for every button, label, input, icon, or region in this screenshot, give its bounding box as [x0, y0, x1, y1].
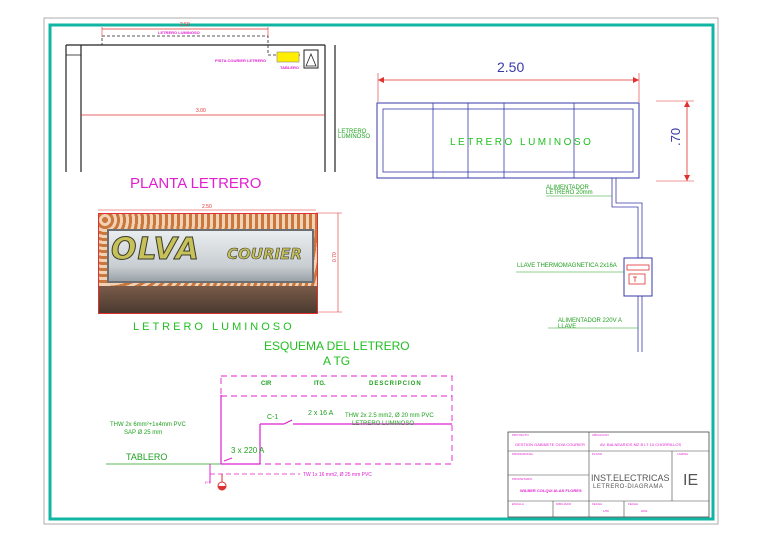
breaker-rating: 2 x 16 A — [308, 410, 334, 417]
feeder-2: SAP Ø 25 mm — [124, 430, 163, 436]
tb-project-value: GESTION GABINETE OLVA COURIER — [515, 442, 585, 447]
col-circuit: CIR — [261, 381, 272, 387]
elevation-breaker-note: LLAVE THERMOMAGNETICA 2x16A — [517, 263, 617, 269]
main-breaker: 3 x 220 A — [231, 446, 265, 455]
plan-cabinet-label: PISTA COURIER LETRERO — [215, 58, 267, 63]
plan-board-label: TABLERO — [280, 65, 300, 70]
elevation-dim-height: .70 — [668, 127, 683, 146]
tb-scale-value: 1/50 — [603, 509, 609, 513]
elevation-feed-note-2: ALIMENTADOR 220V A LLAVE — [558, 318, 622, 330]
sign-photo: OLVA COURIER — [98, 213, 318, 314]
schematic-title-1: ESQUEMA DEL LETRERO — [264, 339, 410, 353]
sign-inner — [382, 108, 634, 173]
tb-date-label: FECHA — [592, 502, 603, 506]
tb-date-value: 2021 — [641, 509, 648, 513]
tb-plan-title-1: INST.ELECTRICAS — [591, 473, 670, 483]
schematic-diagram — [106, 375, 453, 491]
sign-photo-brand: OLVA — [111, 232, 200, 268]
plan-panel-box — [303, 49, 319, 69]
photo-dim-height: 0.70 — [332, 252, 338, 262]
panel-label: TABLERO — [126, 452, 168, 462]
elevation-view — [376, 73, 694, 352]
sign-photo-brand-sub: COURIER — [227, 245, 302, 264]
elevation-left-note: LETRERO LUMINOSO — [338, 129, 371, 140]
ground-label: P.T. — [205, 480, 212, 485]
title-block — [507, 431, 710, 518]
plan-dim-inner: 3.00 — [196, 108, 206, 114]
tb-location-value: AV. BALNEARIOS MZ B LT 10 CHORRILLOS — [600, 442, 682, 447]
tb-project-label: PROYECTO — [512, 433, 529, 437]
col-description: DESCRIPCION — [369, 381, 422, 387]
tb-owner-value: WILBER COLQUI ALAS FLORES — [520, 488, 582, 493]
tb-plan-label: PLANO — [592, 452, 603, 456]
tb-sheet-label: LAMINA — [677, 452, 689, 456]
tb-professional-label: PROFESIONAL — [512, 452, 534, 456]
ground-cable: TW 1x 16 mm2, Ø 25 mm PVC — [303, 472, 372, 478]
elevation-feed-note-1: ALIMENTADOR LETRERO 20mm — [546, 185, 593, 196]
col-breaker: ITG. — [314, 381, 326, 387]
tb-scale-label: ESCALA — [512, 502, 524, 506]
tb-sheet-code: IE — [683, 472, 699, 489]
tb-location-label: UBICACION — [592, 433, 609, 437]
elevation-dim-width: 2.50 — [497, 59, 525, 75]
circuit-desc-1: THW 2x 2.5 mm2, Ø 20 mm PVC — [345, 413, 434, 419]
sign-photo-lightbox — [107, 229, 314, 283]
sign-outer — [376, 102, 640, 179]
sheet-frame — [43, 17, 719, 525]
plan-sign-outline — [101, 35, 269, 46]
tb-date-label-2: FECHA — [628, 502, 639, 506]
plan-view — [65, 27, 336, 172]
circuit-desc-2: LETRERO LUMINOSO — [352, 421, 415, 427]
tb-drawn-label: DIBUJADO — [556, 502, 572, 506]
feeder-1: THW 2x 6mm²+1x4mm PVC — [110, 422, 186, 428]
elevation-sign-text: LETRERO LUMINOSO — [450, 137, 594, 148]
tb-owner-label: PROPIETARIO — [512, 477, 533, 481]
plan-title: PLANTA LETRERO — [130, 175, 262, 192]
tb-plan-title-2: LETRERO-DIAGRAMA — [593, 484, 664, 490]
circuit-id: C-1 — [267, 414, 279, 421]
sheet-border — [48, 23, 715, 521]
photo-caption: LETRERO LUMINOSO — [133, 321, 295, 333]
schematic-title-2: A TG — [323, 354, 351, 368]
sign-photo-wall — [99, 286, 317, 313]
plan-sign-label: LETRERO LUMINOSO — [158, 30, 200, 35]
plan-cabinet-box — [276, 51, 300, 63]
photo-dimensions — [98, 209, 342, 313]
breaker-box — [623, 257, 653, 297]
plan-dim-top: 2.50 — [180, 22, 190, 28]
photo-dim-width: 2.50 — [202, 204, 212, 210]
